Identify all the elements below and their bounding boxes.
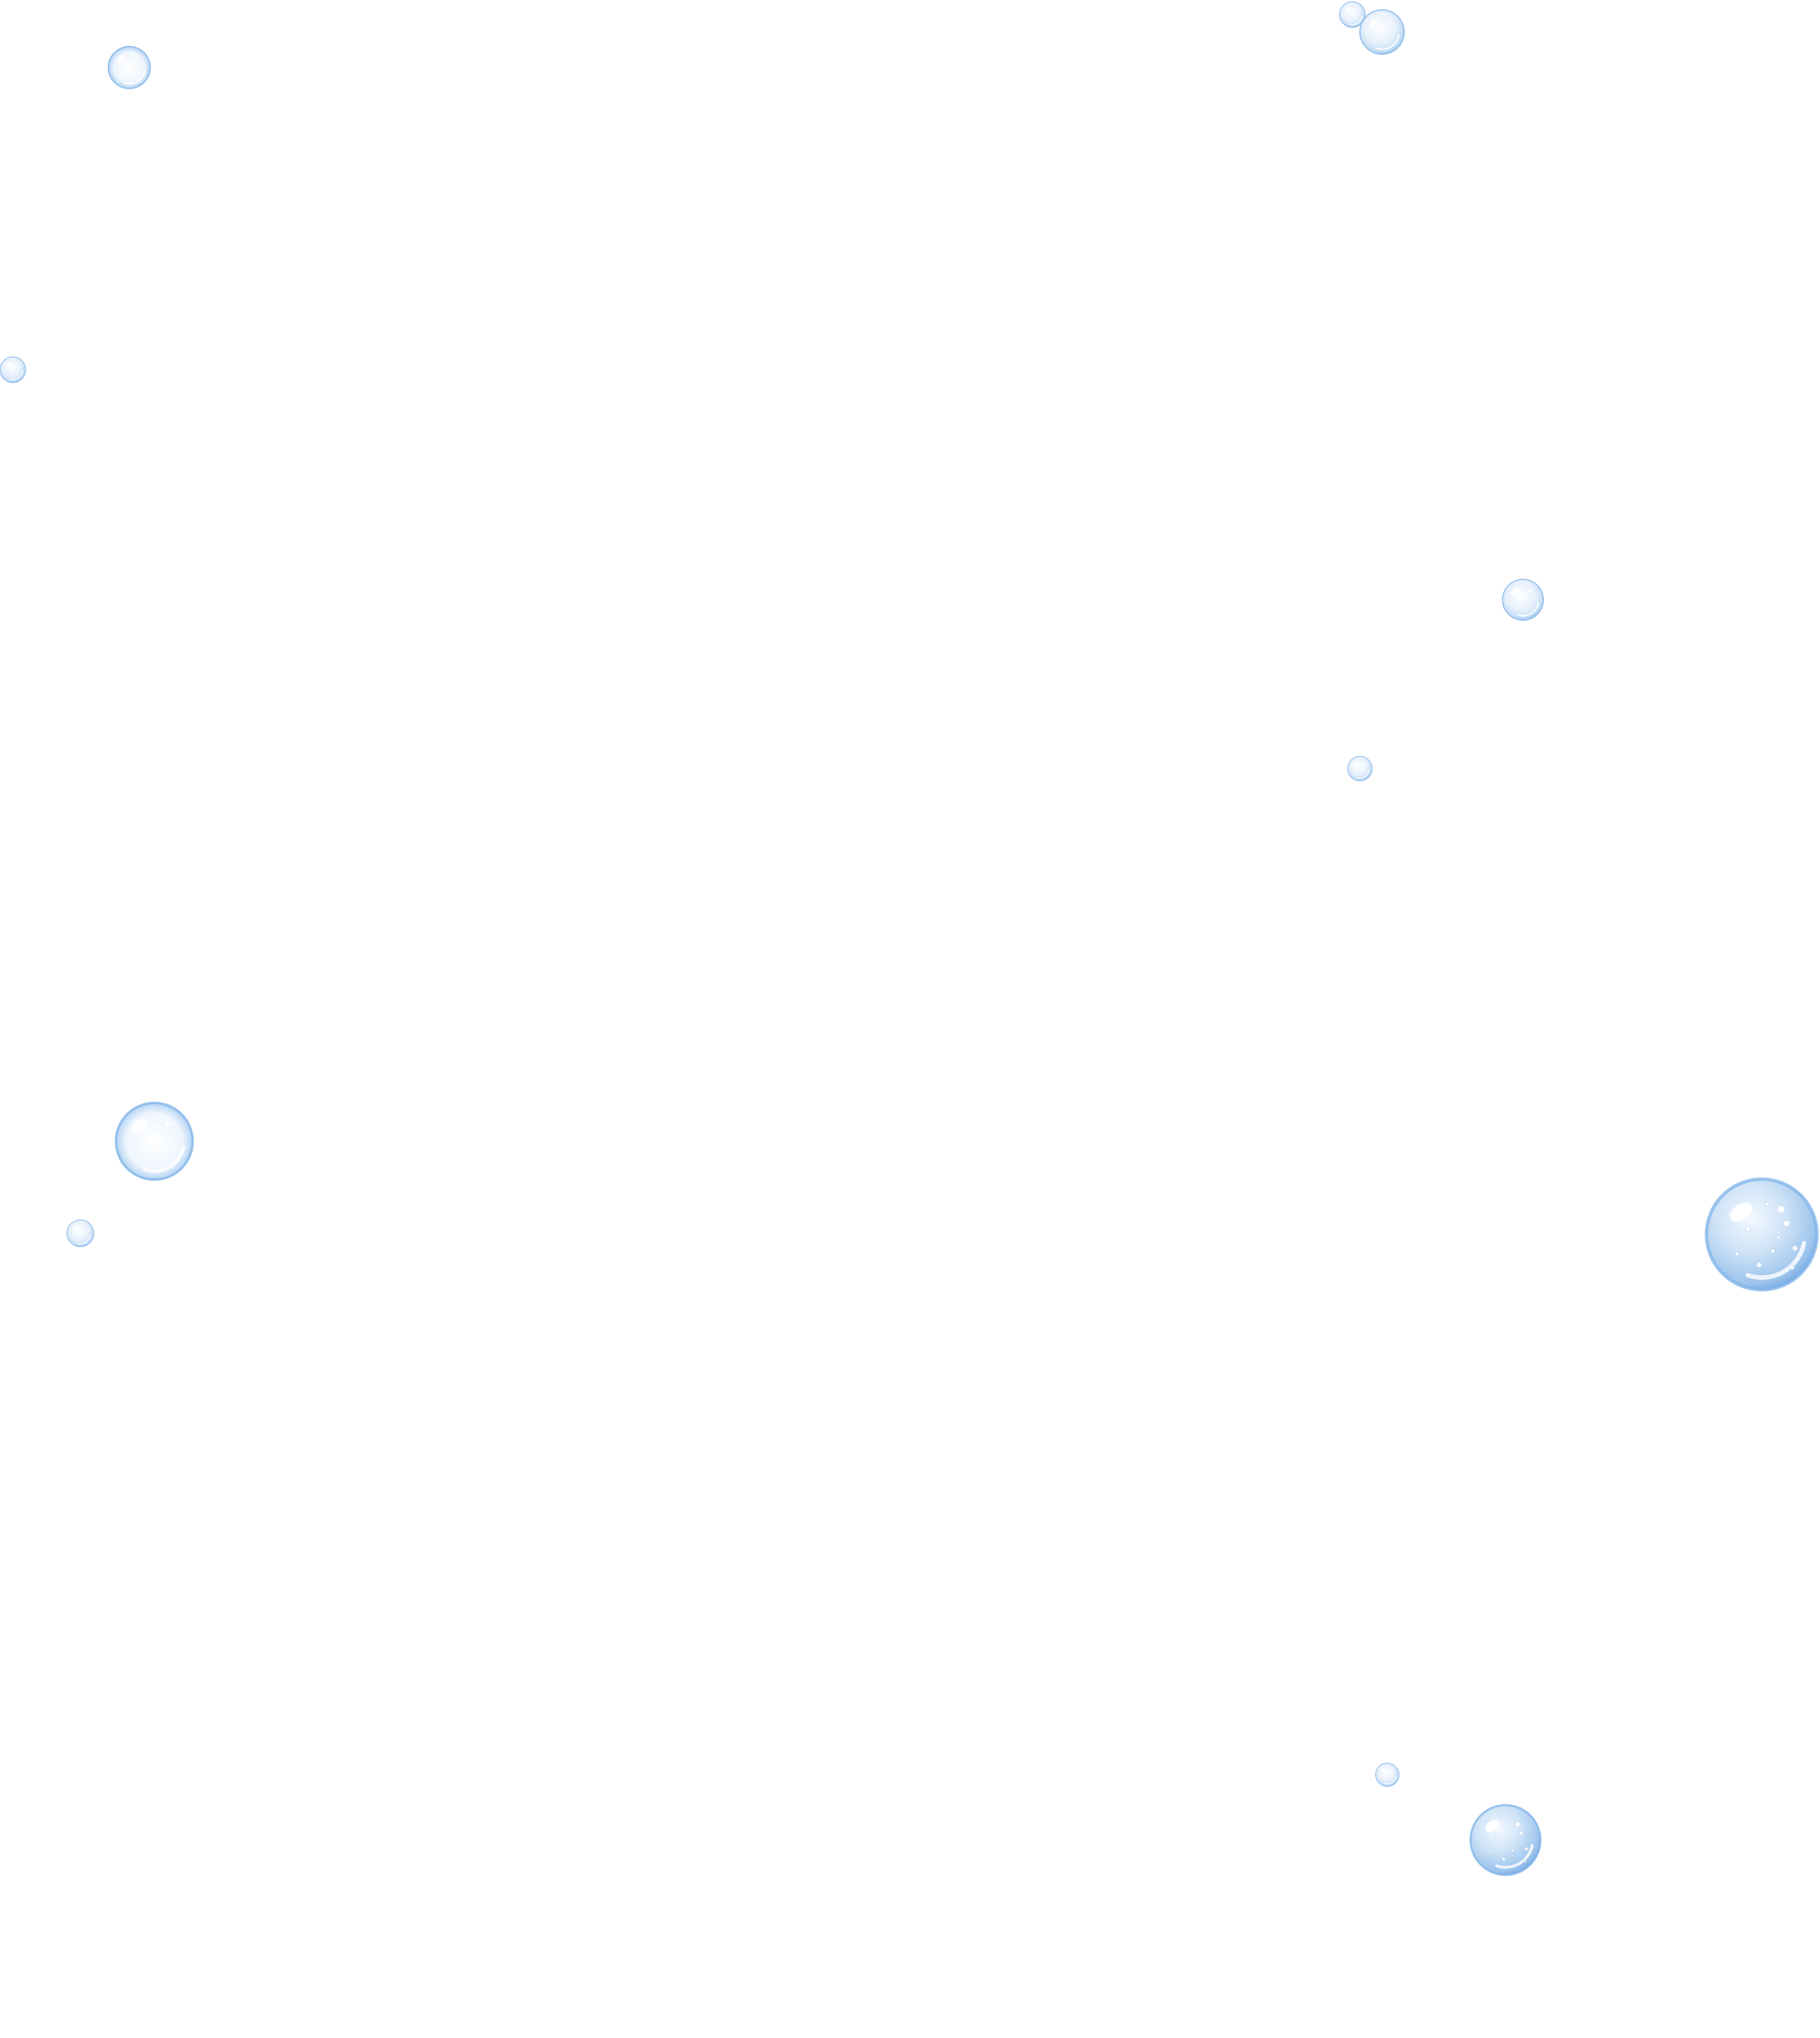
bubble — [1359, 9, 1405, 55]
bubble — [1705, 1177, 1819, 1292]
bubble — [1501, 578, 1545, 621]
bubble — [0, 356, 26, 383]
bubble — [115, 1102, 194, 1181]
bubbles-layer — [0, 1, 1819, 1876]
bubble — [1469, 1804, 1542, 1876]
bubble — [107, 45, 151, 90]
bubble — [1339, 1, 1366, 28]
bubble — [1347, 756, 1373, 781]
bubble — [66, 1219, 94, 1247]
bubble — [1375, 1763, 1400, 1787]
